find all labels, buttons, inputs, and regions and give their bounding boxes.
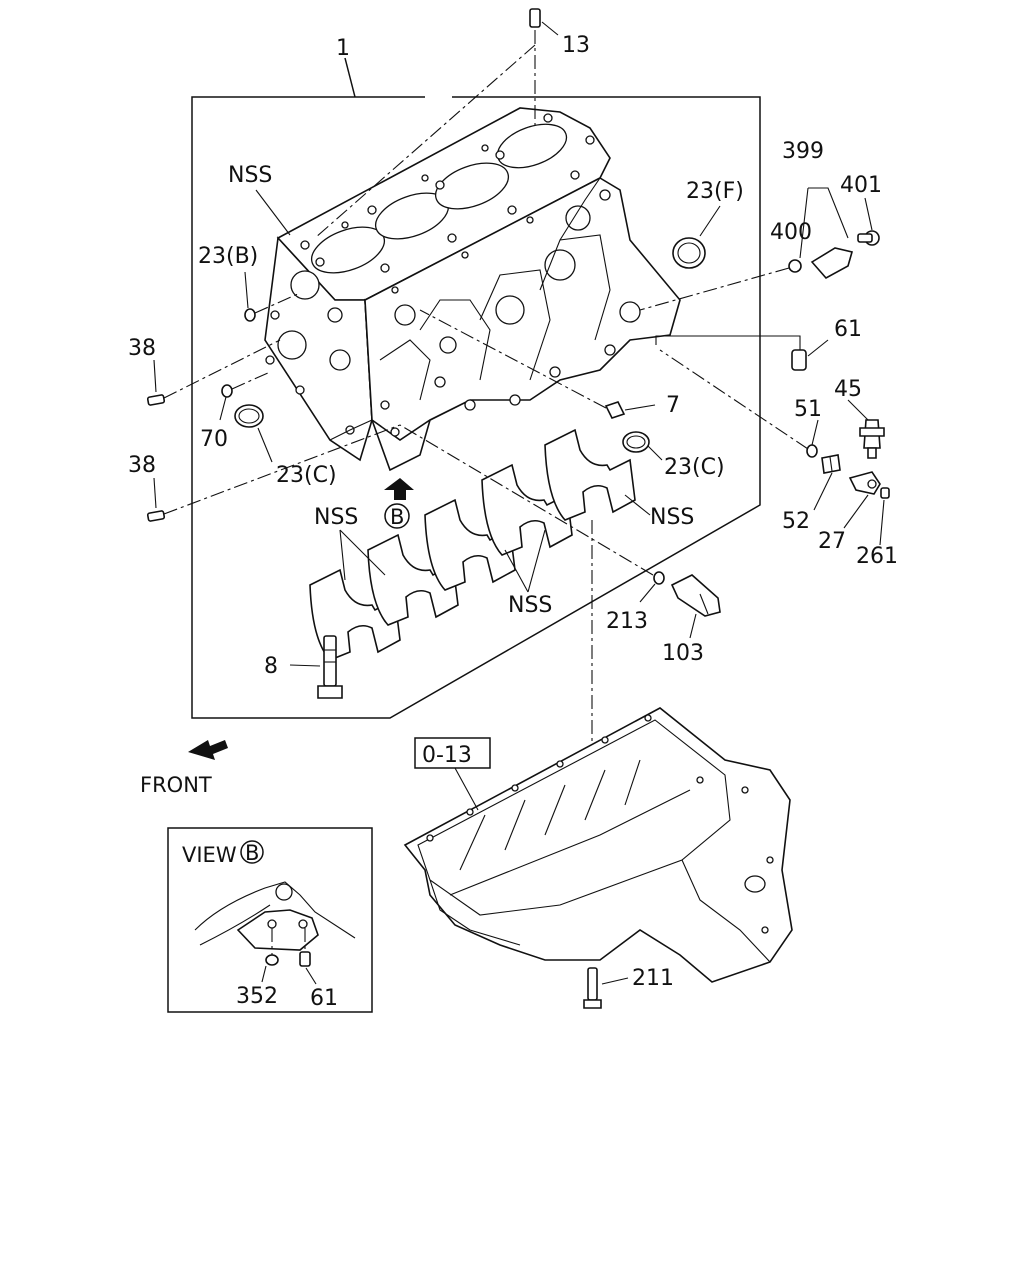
assembly-boundary [191,96,761,719]
callout-213: 213 [606,609,648,634]
callout-1: 1 [336,36,350,61]
callout-23c-left: 23(C) [276,463,337,488]
callout-nss-left: NSS [314,505,358,530]
bearing-caps [309,428,636,661]
cylinder-block [264,107,681,472]
bolt-8 [317,635,343,699]
callout-401: 401 [840,173,882,198]
view-b-marker-circle [384,503,410,529]
bolt-211 [583,967,602,1009]
plug-23b [244,292,301,322]
screw-261 [880,487,890,499]
fitting-27 [848,471,881,495]
callout-211: 211 [632,966,674,991]
callout-38-upper: 38 [128,336,156,361]
callout-nss-right: NSS [650,505,694,530]
callout-23f: 23(F) [686,179,744,204]
dowel-61 [655,335,807,371]
leader-lines [153,21,885,985]
view-b-marker: B [390,505,404,529]
dowel-pin-38-upper [146,339,281,406]
callout-27: 27 [818,529,846,554]
inset-marker: B [245,841,259,865]
oil-jet-103 [399,424,721,617]
inset-callout-61: 61 [310,986,338,1011]
front-label: FRONT [140,773,212,797]
oil-pan-ref-box: 0-13 [414,737,491,811]
plug-7 [419,309,626,419]
callout-23c-right: 23(C) [664,455,725,480]
callout-103: 103 [662,641,704,666]
oil-pan-ref-label: 0-13 [422,743,472,768]
callout-13: 13 [562,33,590,58]
plug-70 [221,371,271,398]
dowel-pin-13 [314,8,541,239]
view-b-arrow [384,478,414,500]
callout-400: 400 [770,220,812,245]
inset-callout-352: 352 [236,984,278,1009]
callout-261: 261 [856,544,898,569]
plug-52 [821,454,841,474]
oil-pan [403,707,793,983]
front-arrow-icon [188,740,228,760]
callout-nss-top: NSS [228,163,272,188]
inset-title: VIEW [182,843,237,867]
plug-23c-right [622,431,650,453]
dowel-pin-38-lower [146,424,401,522]
washer-51 [659,349,818,458]
callout-23b: 23(B) [198,244,258,269]
callout-labels: 1 13 399 401 NSS 23(F) 400 23(B) 61 38 4… [128,33,898,991]
callout-61: 61 [834,317,862,342]
callout-70: 70 [200,427,228,452]
callout-51: 51 [794,397,822,422]
callout-399: 399 [782,139,824,164]
callout-38-lower: 38 [128,453,156,478]
callout-45: 45 [834,377,862,402]
switch-45 [859,419,885,459]
plug-23c-left [234,404,264,428]
callout-52: 52 [782,509,810,534]
view-b-inset: VIEW B 352 61 [167,827,373,1013]
callout-8: 8 [264,654,278,679]
plug-23f [672,237,706,269]
callout-nss-bottom: NSS [508,593,552,618]
callout-7: 7 [666,393,680,418]
sensor-399 [639,230,880,311]
